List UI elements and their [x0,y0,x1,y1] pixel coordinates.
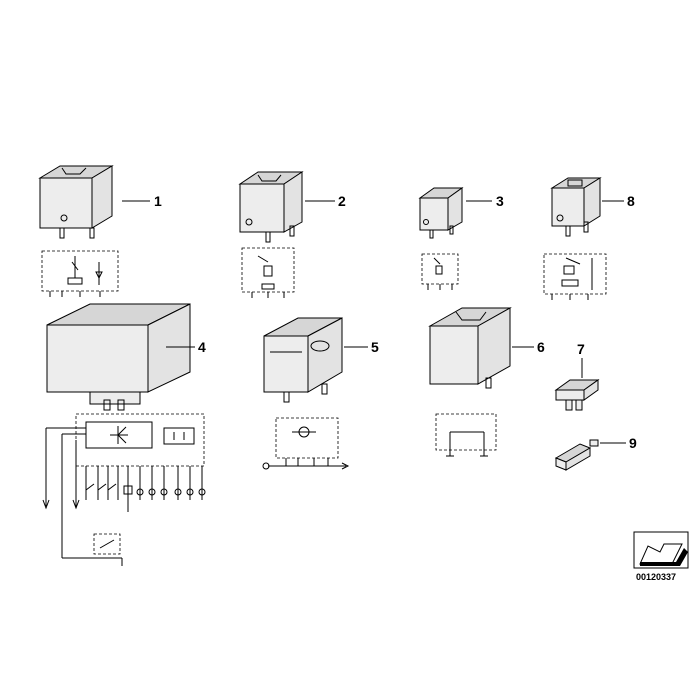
schematic-part-4 [42,413,206,566]
part-label-9: 9 [629,435,637,451]
part-label-1: 1 [154,193,162,209]
part-label-5: 5 [371,339,379,355]
plug-part-9 [554,439,626,471]
schematic-part-5 [262,417,350,470]
schematic-part-6 [435,413,497,457]
direction-arrow-icon [633,531,689,569]
relay-part-8 [550,177,624,237]
relay-part-1 [38,165,150,239]
part-label-3: 3 [496,193,504,209]
schematic-part-2 [241,247,295,298]
relay-part-6 [428,307,534,389]
part-label-7: 7 [577,341,585,357]
fuse-part-7 [554,358,600,411]
part-label-8: 8 [627,193,635,209]
diagram-code: 00120337 [636,572,676,582]
control-unit-part-4 [46,303,195,411]
relay-part-3 [418,187,492,239]
schematic-part-1 [41,250,119,297]
part-label-2: 2 [338,193,346,209]
schematic-part-8 [543,253,607,300]
part-label-4: 4 [198,339,206,355]
schematic-part-3 [421,253,459,290]
flasher-unit-part-5 [263,317,368,403]
part-label-6: 6 [537,339,545,355]
relay-part-2 [238,171,335,243]
